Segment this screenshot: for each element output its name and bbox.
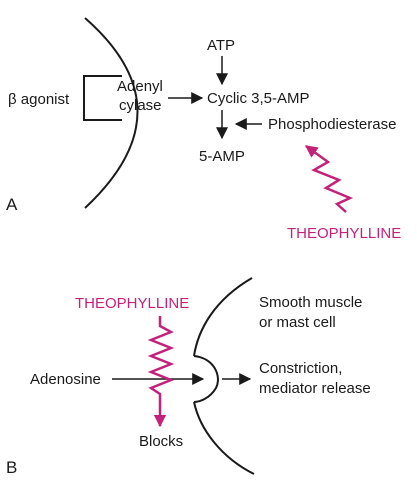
- smooth-muscle-line2: or mast cell: [259, 314, 336, 331]
- receptor-notch: [193, 355, 219, 403]
- theophylline-label-b: THEOPHYLLINE: [75, 295, 189, 312]
- smooth-muscle-line1: Smooth muscle: [259, 294, 362, 311]
- blocks-label: Blocks: [139, 433, 183, 450]
- panel-a-label: A: [6, 195, 18, 214]
- receptor-bracket: [83, 75, 122, 121]
- five-amp-label: 5-AMP: [199, 148, 245, 165]
- theophylline-zigzag-a: [304, 144, 354, 213]
- membrane-arc-a: [84, 17, 139, 209]
- panel-b-label: B: [6, 458, 17, 477]
- membrane-arc-b: [193, 277, 253, 357]
- atp-label: ATP: [207, 37, 235, 54]
- beta-agonist-label: β agonist: [8, 91, 70, 108]
- adenyl-label-line1: Adenyl: [117, 78, 163, 95]
- phosphodiesterase-label: Phosphodiesterase: [268, 116, 396, 133]
- membrane-arc-b-lower: [193, 401, 255, 475]
- constriction-line2: mediator release: [259, 380, 371, 397]
- theophylline-label-a: THEOPHYLLINE: [287, 225, 401, 242]
- adenyl-label-line2: cylase: [119, 97, 162, 114]
- panel-b: Smooth muscle or mast cell THEOPHYLLINE …: [6, 277, 371, 477]
- cyclic-amp-label: Cyclic 3,5-AMP: [207, 90, 310, 107]
- theophylline-zigzag-b: [147, 316, 175, 428]
- panel-a: β agonist Adenyl cylase ATP Cyclic 3,5-A…: [6, 17, 401, 242]
- constriction-line1: Constriction,: [259, 360, 342, 377]
- adenosine-label: Adenosine: [30, 371, 101, 388]
